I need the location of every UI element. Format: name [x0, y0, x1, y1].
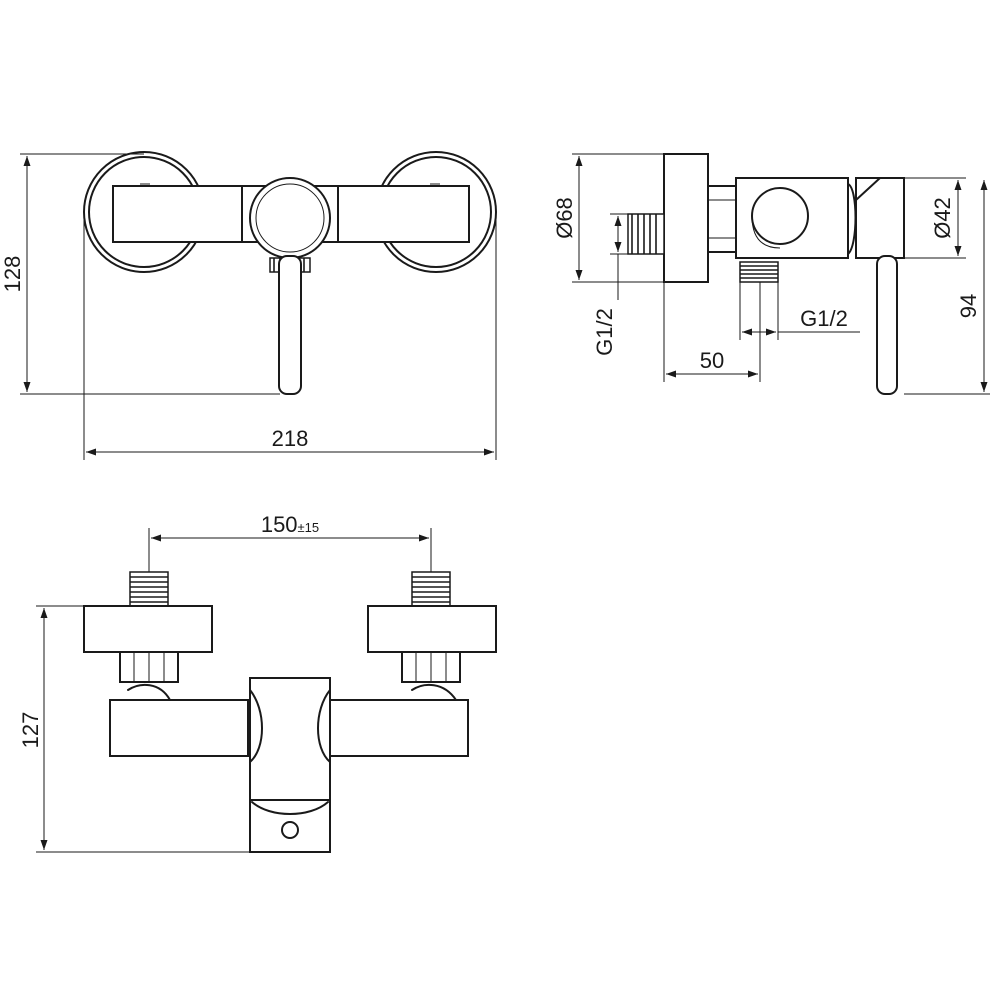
- side-hex-nut: [707, 185, 737, 253]
- dim-front-height: 128: [0, 256, 25, 293]
- side-lever-head: [855, 177, 905, 259]
- front-view: 128 218: [0, 151, 497, 460]
- side-cartridge: [751, 187, 809, 245]
- front-lever: [278, 255, 302, 395]
- top-body-left: [109, 699, 249, 757]
- top-handle-hole: [281, 821, 299, 839]
- top-body-right: [329, 699, 469, 757]
- dim-lever-height: 94: [956, 294, 981, 318]
- side-outlet-thread: [739, 261, 779, 283]
- top-left-flange: [83, 605, 213, 653]
- dim-top-centers: 150±15: [261, 512, 319, 537]
- top-right-flange: [367, 605, 497, 653]
- dim-outlet-thread: G1/2: [800, 306, 848, 331]
- dim-body-diameter: Ø42: [930, 197, 955, 239]
- dim-flange-diameter: Ø68: [552, 197, 577, 239]
- side-flange: [663, 153, 709, 283]
- side-inlet-thread: [627, 213, 665, 255]
- side-lever: [876, 255, 898, 395]
- side-view: Ø68 G1/2 Ø42 94 G1/2 50: [552, 153, 990, 395]
- front-control-knob: [249, 177, 331, 259]
- dim-front-width: 218: [272, 426, 309, 451]
- dim-top-height: 127: [18, 712, 43, 749]
- dim-inlet-thread: G1/2: [592, 308, 617, 356]
- top-view: 150±15 127: [18, 512, 497, 853]
- dim-side-depth: 50: [700, 348, 724, 373]
